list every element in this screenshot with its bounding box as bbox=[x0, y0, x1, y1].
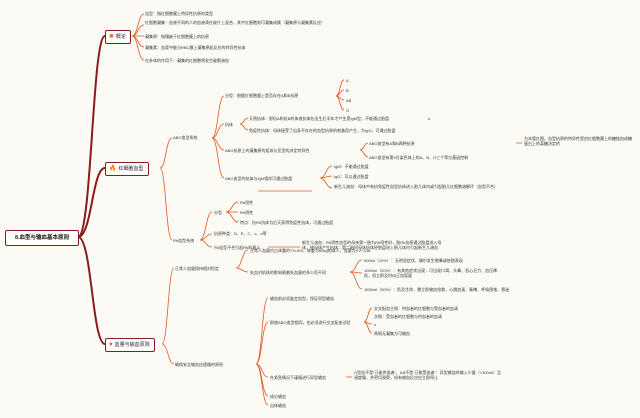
safe-connector bbox=[255, 297, 269, 406]
abo-gene-item: ABO血型有A和B两种抗原 bbox=[369, 141, 415, 146]
branch-transfusion-label: 血量与输血原则 bbox=[114, 342, 150, 348]
abo-type-item: AB bbox=[346, 98, 352, 103]
overview-item: 凝集原：指镶嵌于红细胞膜上的抗原 bbox=[145, 34, 209, 39]
rh-type-item: Rh阳性 bbox=[240, 200, 254, 205]
rh-antigen-node[interactable]: 抗原种类：D、E、C、c、e等 bbox=[214, 231, 267, 236]
abo-connector bbox=[211, 95, 225, 179]
trunk-connector bbox=[77, 236, 106, 345]
loss-connector bbox=[349, 259, 363, 290]
component-node[interactable]: 成分输血 bbox=[270, 394, 286, 399]
cross-connector bbox=[363, 307, 373, 334]
trunk-connector bbox=[77, 167, 106, 238]
rh-meaning-text: 新生儿溶血：Rh阴性血型的母亲第一胎为Rh阳性时，胎Rh抗原通过胎盘进入母体，使… bbox=[302, 240, 442, 250]
natural-antibody: 天然抗体：即抗A和抗B的体液抗体在出生后半年才产生是IgM型，不能通过胎盘 bbox=[249, 116, 390, 121]
normal-connector bbox=[235, 249, 249, 273]
transfusion-connector bbox=[161, 267, 175, 365]
abo-type-item: A bbox=[346, 78, 349, 83]
rh-type-item: Rh阴性 bbox=[240, 210, 254, 215]
overview-connector bbox=[131, 13, 145, 61]
safe-transfusion-node[interactable]: 确保安全输血应遵循的原则 bbox=[175, 362, 223, 367]
cross-mark: s bbox=[374, 322, 376, 327]
rh-system-node[interactable]: Rh血型系统 bbox=[173, 238, 195, 243]
igg-item: IgG：可以通过胎盘 bbox=[334, 174, 369, 179]
heart-icon: ♥ bbox=[109, 342, 113, 348]
branch-overview[interactable]: ✺概论 bbox=[105, 30, 132, 44]
abo-system-node[interactable]: ABO血型系统 bbox=[173, 135, 198, 140]
blood-loss-node[interactable]: 失血对机体的影响随着失血量的多少而不同 bbox=[250, 270, 326, 275]
flame-icon: 🔥 bbox=[109, 166, 117, 172]
emergency-text: O型血不是“万能供血者”，AB不是“万能受血者”：异型输血时输入少量（<300m… bbox=[354, 370, 502, 380]
abo-antibody-node[interactable]: 抗体 bbox=[225, 122, 233, 127]
rh-meaning-node[interactable]: Rh血型不合引起Rh的意义 bbox=[214, 245, 261, 250]
safe-item: 输血前必须鉴定血型，保证同型输血 bbox=[270, 296, 334, 301]
rh-typing-node[interactable]: 分型 bbox=[214, 210, 222, 215]
natural-antibody-tag: s bbox=[428, 116, 430, 121]
blood-loss-item: 500ml（10%）：无明显症状，偶尔发生眩晕或恍惚表现 bbox=[364, 258, 463, 263]
neonatal-hemolysis-item: 新生儿溶血：母体中有抗免疫性血型抗体进入胎儿体内或引起胎儿红细胞溶解坏（血型不合… bbox=[334, 184, 498, 189]
abo-gene-item: ABO血型有第9号染色体上的A、B、O三个等位基因控制 bbox=[369, 155, 469, 160]
cross-result: 两侧无凝集方可输血 bbox=[374, 331, 410, 336]
blood-loss-item: 1500ml（30%）：危及生命，需立即输血抢救，心跳加速、脉搏、呼吸困难、昏迷 bbox=[364, 287, 510, 292]
branch-bloodtype-label: 红细胞血型 bbox=[118, 166, 144, 172]
immune-antibody: 免疫性抗体：母体接受了自身不存在的血型抗原的刺激而产生，为IgG，可通过胎盘 bbox=[249, 128, 396, 133]
root-topic[interactable]: 8.血型与输血基本原则 bbox=[5, 230, 79, 246]
branch-overview-label: 概论 bbox=[116, 34, 127, 40]
normal-volume-node[interactable]: 正常人血量保持相对恒定 bbox=[175, 266, 219, 271]
rh-feature: 特点：抗Rh抗体为后天获得免疫性抗体，可通过胎盘 bbox=[240, 220, 334, 225]
overview-item: 凝集素：血浆中能与RBC膜上凝集原起反应的特异性抗体 bbox=[145, 45, 246, 50]
overview-item: 红细胞凝集：血液不同的人的血液滴在玻片上混合，其中红细胞则可凝集成簇（凝集原与凝… bbox=[145, 20, 325, 25]
abo-gene-node[interactable]: ABO抗原上的凝集原的组成与亚型的决定特异性 bbox=[225, 148, 310, 153]
trunk-connector bbox=[77, 35, 106, 238]
emergency-node[interactable]: 在紧急情况下谨慎进行异型输血 bbox=[270, 375, 326, 380]
rh-connector bbox=[199, 211, 213, 248]
overview-item: 血型：指红细胞膜上特异性抗原的类型 bbox=[145, 11, 213, 16]
cross-minor: 次侧：受血者的红细胞与供血者的血清 bbox=[374, 314, 442, 319]
rh-type-connector bbox=[225, 201, 239, 223]
autologous-node[interactable]: 自体输血 bbox=[270, 403, 286, 408]
abo-type-connector bbox=[335, 79, 345, 111]
bloodtype-connector bbox=[159, 137, 173, 241]
normal-volume-text: 正常人血量约占体重的7%-8%，体重为60kg的成人，血量为4.2~4.8L bbox=[250, 248, 372, 253]
cross-main: 交叉配血主侧：供血者的红细胞与受血者的血清 bbox=[374, 306, 458, 311]
branch-bloodtype[interactable]: 🔥红细胞血型 bbox=[105, 162, 149, 176]
abo-igm-node[interactable]: ABO血型的抗体与IgM相伴可通过胎盘 bbox=[225, 176, 293, 181]
overview-item: 在补体的作用下：凝集的红细胞将发生破裂溶血 bbox=[145, 58, 229, 63]
blood-loss-item: 1000ml（20%）：有其他症状出现，可出现口渴、头晕、恶心乏力、血压降低，须… bbox=[364, 268, 498, 278]
antibody-connector bbox=[239, 117, 249, 131]
gene-connector bbox=[359, 142, 369, 158]
abo-type-item: O bbox=[346, 108, 350, 113]
cross-match-node[interactable]: 即使ABO血型相同，也必须进行交叉配血试验 bbox=[270, 320, 351, 325]
branch-transfusion[interactable]: ♥血量与输血原则 bbox=[105, 338, 155, 352]
abo-typing-node[interactable]: 分型：根据红细胞膜上是否存在A和B抗原 bbox=[225, 93, 299, 98]
abo-gene-note: 为本管红图。血型抗原的特异性是由红细胞膜上的糖链由成糖蛋白上的某糖决定的 bbox=[524, 136, 632, 146]
abo-type-item: B bbox=[346, 88, 349, 93]
starburst-icon: ✺ bbox=[109, 34, 115, 40]
igm-connector bbox=[319, 165, 333, 189]
igm-item: IgM：不能通过胎盘 bbox=[334, 164, 369, 169]
